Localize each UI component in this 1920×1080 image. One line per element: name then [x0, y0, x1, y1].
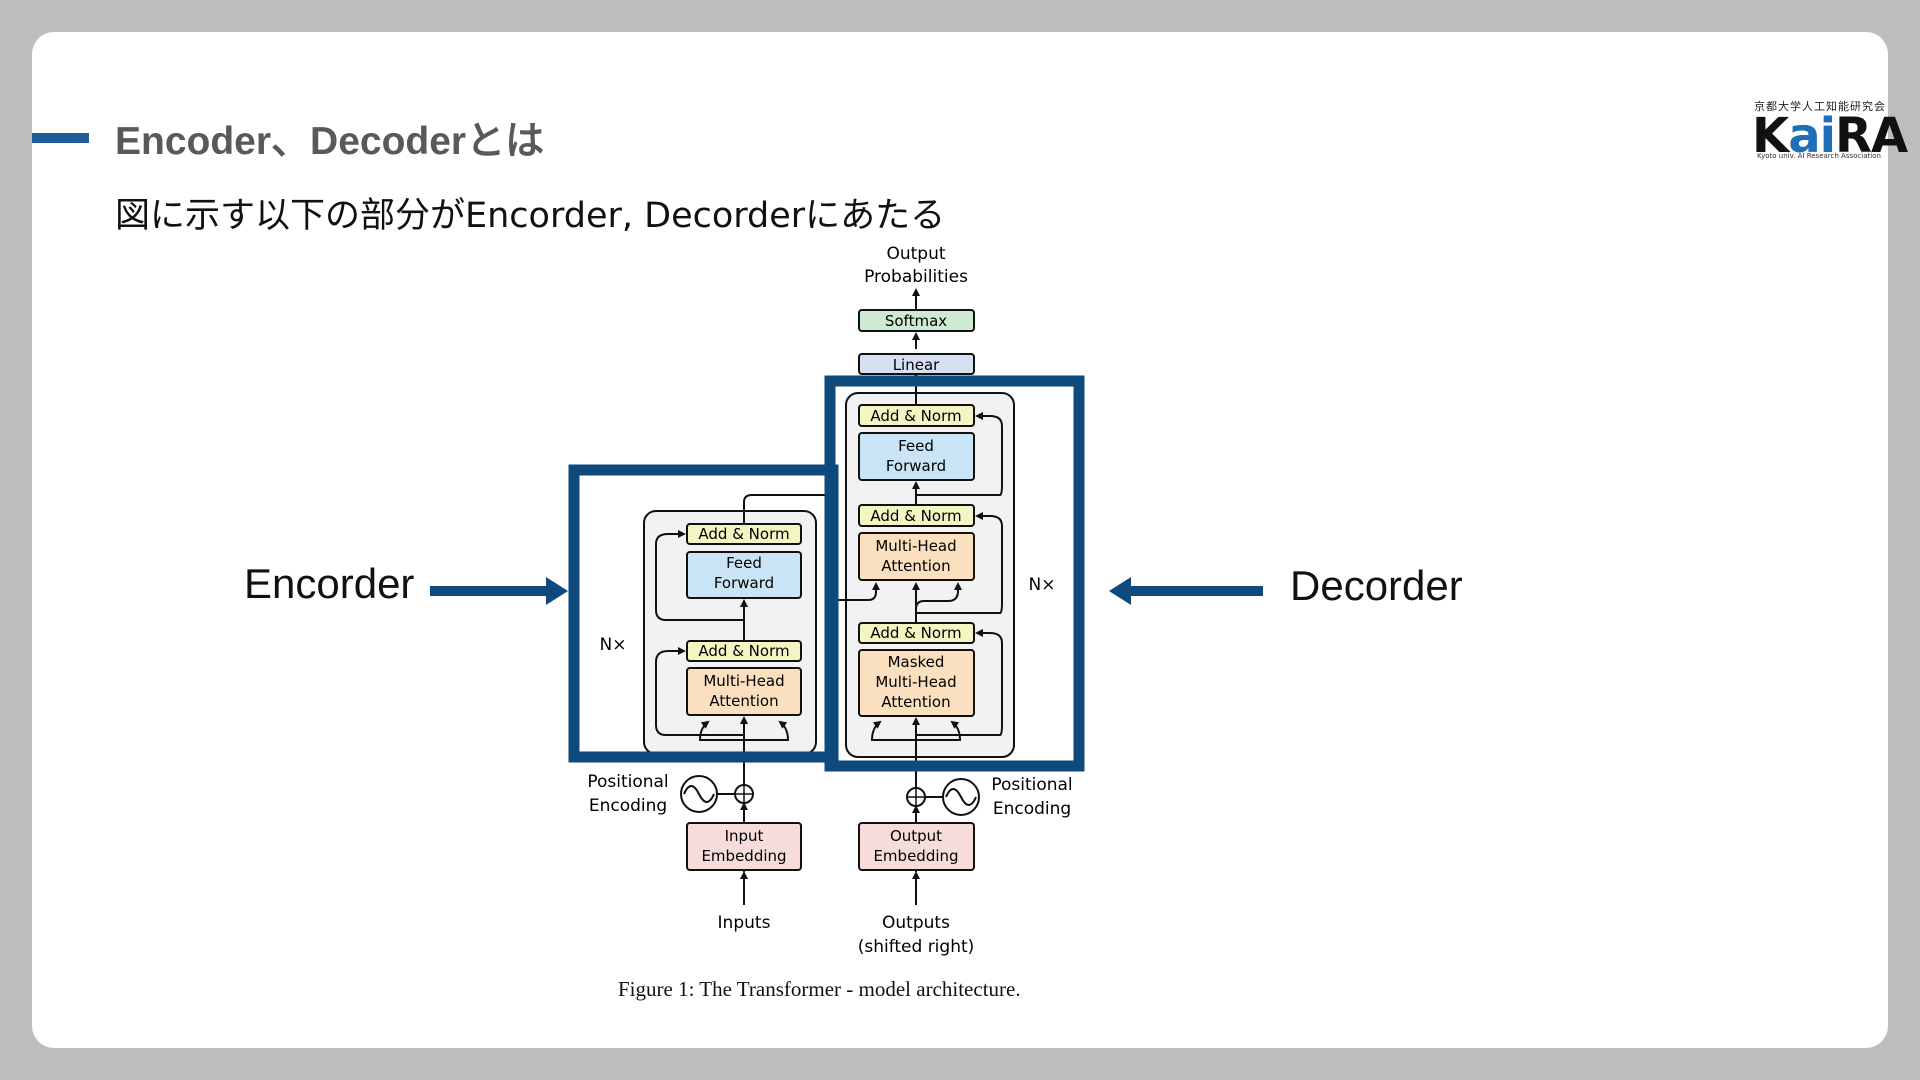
output-embedding-label-1: Output: [890, 827, 942, 845]
decoder-feed-forward-label-1: Feed: [898, 437, 934, 455]
decoder-add-norm-middle-label: Add & Norm: [870, 507, 961, 525]
decoder-masked-label-1: Masked: [888, 653, 945, 671]
linear-label: Linear: [893, 356, 940, 374]
outputs-label-2: (shifted right): [858, 937, 975, 957]
encoder-mha-label-1: Multi-Head: [703, 672, 784, 690]
decoder-nx-label: N×: [1029, 575, 1056, 595]
output-probabilities-label-2: Probabilities: [864, 267, 968, 287]
logo-top-text: 京都大学人工知能研究会: [1754, 100, 1886, 113]
page-number: 3: [1872, 1023, 1884, 1045]
output-probabilities-label-1: Output: [886, 244, 945, 264]
decoder-label: Decorder: [1290, 562, 1463, 609]
output-embedding-box: [858, 822, 975, 871]
decoder-mha-label-2: Attention: [881, 557, 950, 575]
logo-ra: RA: [1835, 108, 1908, 164]
kaira-logo: 京都大学人工知能研究会 KaiRA Kyoto univ. AI Researc…: [1744, 98, 1908, 164]
decoder-positional-label-2: Encoding: [993, 799, 1071, 819]
encoder-feed-forward: [686, 551, 802, 599]
decoder-pointer-arrow: [1109, 577, 1263, 605]
decoder-mha-label-1: Multi-Head: [875, 537, 956, 555]
title-accent-bar: [32, 133, 89, 143]
encoder-stack-background: [643, 510, 817, 755]
decoder-multi-head-attention: [858, 532, 975, 581]
decoder-positional-label-1: Positional: [991, 775, 1072, 795]
decoder-add-norm-bottom-label: Add & Norm: [870, 624, 961, 642]
decoder-masked-attention: [858, 649, 975, 717]
inputs-label: Inputs: [718, 913, 771, 933]
logo-ai: ai: [1788, 108, 1836, 164]
decoder-add-norm-top-label: Add & Norm: [870, 407, 961, 425]
linear-box: [858, 353, 975, 375]
input-embedding-label-1: Input: [725, 827, 764, 845]
softmax-box: [858, 309, 975, 332]
encoder-label: Encorder: [244, 560, 415, 607]
encoder-add-norm-bottom-label: Add & Norm: [698, 642, 789, 660]
logo-k: K: [1752, 108, 1789, 164]
figure-caption: Figure 1: The Transformer - model archit…: [618, 977, 1021, 1001]
input-embedding-box: [686, 822, 802, 871]
output-embedding-label-2: Embedding: [873, 847, 958, 865]
encoder-feed-forward-label-1: Feed: [726, 554, 762, 572]
encoder-multi-head-attention: [686, 667, 802, 716]
encoder-feed-forward-label-2: Forward: [714, 574, 774, 592]
encoder-mha-label-2: Attention: [709, 692, 778, 710]
logo-sub-text: Kyoto univ. AI Research Association: [1757, 152, 1881, 160]
softmax-label: Softmax: [885, 312, 947, 330]
outputs-label-1: Outputs: [882, 913, 950, 933]
decoder-positional-encoding: [906, 778, 980, 816]
encoder-positional-encoding: [680, 775, 754, 813]
decoder-wires: [826, 288, 1003, 815]
encoder-pointer-arrow: [430, 577, 568, 605]
decoder-highlight-box: [824, 375, 1085, 772]
decoder-feed-forward-label-2: Forward: [886, 457, 946, 475]
decoder-masked-label-3: Attention: [881, 693, 950, 711]
encoder-positional-label-1: Positional: [587, 772, 668, 792]
decoder-feed-forward: [858, 432, 975, 481]
decoder-masked-label-2: Multi-Head: [875, 673, 956, 691]
input-embedding-label-2: Embedding: [701, 847, 786, 865]
encoder-add-norm-top-label: Add & Norm: [698, 525, 789, 543]
logo-main-text: KaiRA: [1752, 108, 1908, 164]
encoder-nx-label: N×: [600, 635, 627, 655]
slide-title: Encoder、Decoderとは: [115, 120, 545, 163]
slide-subtitle: 図に示す以下の部分がEncorder, Decorderにあたる: [115, 196, 946, 236]
encoder-positional-label-2: Encoding: [589, 796, 667, 816]
